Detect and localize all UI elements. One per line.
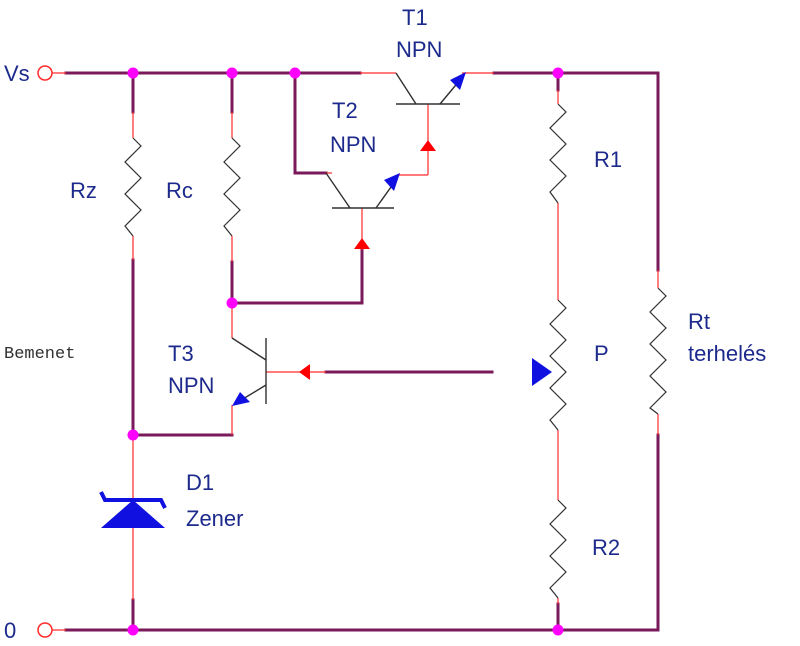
resistor-r1: [549, 103, 567, 204]
t2-base-arrow: [354, 238, 370, 249]
t2-emitter-arrow: [384, 173, 400, 191]
transistor-t1: [395, 72, 466, 105]
resistor-r2: [549, 499, 567, 599]
label-input: Bemenet: [4, 345, 75, 364]
resistor-rz: [124, 137, 142, 237]
label-t2-name: T2: [332, 98, 358, 123]
t1-base-arrow: [420, 140, 436, 151]
t1-emitter-arrow: [450, 72, 466, 90]
leads: [45, 72, 659, 631]
label-r1: R1: [594, 147, 622, 172]
label-t1-type: NPN: [396, 37, 442, 62]
wires: [64, 71, 660, 632]
label-rc: Rc: [166, 178, 193, 203]
potentiometer-wiper-arrow: [532, 358, 552, 386]
label-rt-desc: terhelés: [688, 341, 766, 366]
junction-nodes: [127, 67, 564, 636]
ground-terminal: [37, 622, 53, 638]
label-vs: Vs: [4, 61, 30, 86]
label-t3-name: T3: [168, 341, 194, 366]
label-rz: Rz: [70, 178, 97, 203]
label-d1-type: Zener: [186, 506, 243, 531]
label-d1-name: D1: [186, 470, 214, 495]
potentiometer-p: [549, 299, 567, 431]
t3-emitter-arrow: [232, 392, 250, 406]
label-r2: R2: [592, 535, 620, 560]
label-t1-name: T1: [402, 5, 428, 30]
resistor-rc: [223, 137, 241, 237]
transistor-t2: [325, 172, 400, 209]
zener-diode-d1: [99, 491, 167, 528]
t3-base-arrow: [299, 364, 310, 380]
label-p: P: [594, 341, 609, 366]
label-t2-type: NPN: [330, 132, 376, 157]
label-t3-type: NPN: [168, 373, 214, 398]
resistor-rt: [649, 287, 667, 415]
vs-terminal: [37, 65, 53, 81]
label-ground: 0: [4, 618, 16, 643]
transistor-t3: [231, 337, 267, 406]
label-rt-name: Rt: [688, 309, 710, 334]
